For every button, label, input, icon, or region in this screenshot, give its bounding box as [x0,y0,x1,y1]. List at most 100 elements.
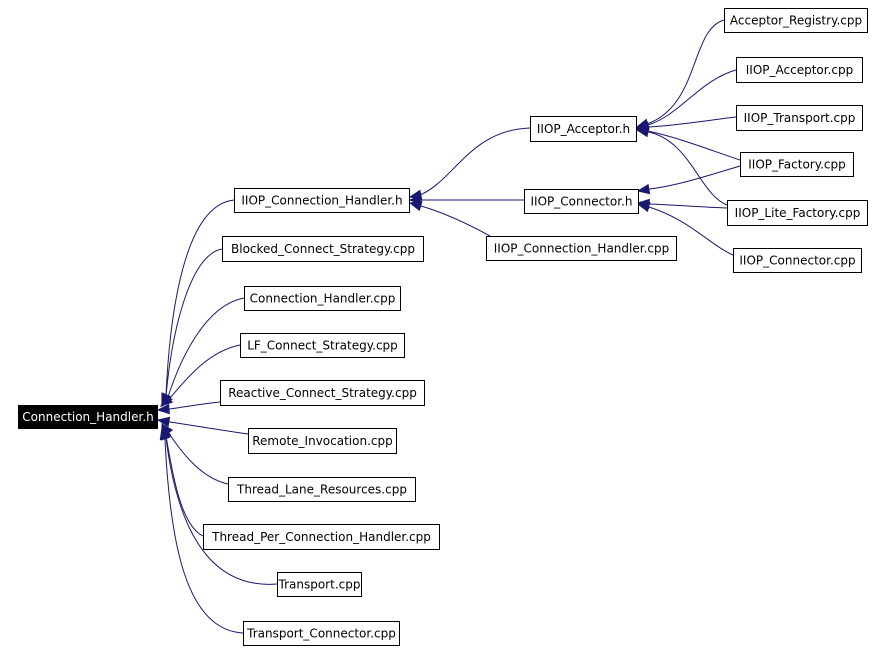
edge-remote-to-ch_h [156,416,249,435]
edge-line [647,131,728,206]
node-box [18,405,158,429]
edge-line [165,199,235,396]
node-transport-connector[interactable]: Transport_Connector.cpp [243,621,400,646]
edge-line [164,439,244,634]
node-iiop-connector-cpp[interactable]: IIOP_Connector.cpp [733,248,862,273]
node-box [234,188,410,213]
arrowhead [636,183,651,195]
edge-acceptor_registry-to-iiop_acceptor_h [635,19,725,129]
node-remote[interactable]: Remote_Invocation.cpp [248,428,397,454]
arrowhead [408,200,423,212]
node-lf[interactable]: LF_Connect_Strategy.cpp [240,333,405,358]
edge-iiop_transport-to-iiop_acceptor_h [635,116,737,133]
node-thread-lane[interactable]: Thread_Lane_Resources.cpp [228,477,416,502]
edge-iiop_conn_handler_h-to-ch_h [161,199,235,407]
node-label: IIOP_Connector.cpp [739,254,855,268]
node-box [530,116,637,142]
edge-line [169,401,221,410]
arrowhead [156,416,171,428]
node-label: IIOP_Connector.h [531,195,633,209]
node-transport[interactable]: Transport.cpp [277,572,362,597]
node-label: IIOP_Acceptor.h [537,122,630,136]
node-iiop-conn-handler-cpp[interactable]: IIOP_Connection_Handler.cpp [486,236,677,261]
node-iiop-transport[interactable]: IIOP_Transport.cpp [736,105,863,131]
node-reactive[interactable]: Reactive_Connect_Strategy.cpp [220,380,425,406]
node-box [228,477,416,502]
node-label: Acceptor_Registry.cpp [730,14,862,28]
node-box [220,380,425,406]
edge-iiop_connector_h-to-iiop_conn_handler_h [408,194,524,206]
node-ch-h[interactable]: Connection_Handler.h [18,405,158,429]
node-label: Connection_Handler.cpp [250,292,396,306]
edge-line [649,165,741,190]
node-box [524,189,639,214]
node-label: Reactive_Connect_Strategy.cpp [228,386,417,400]
node-thread-per[interactable]: Thread_Per_Connection_Handler.cpp [203,524,440,550]
edge-lf-to-ch_h [160,344,241,407]
edge-line [648,116,737,128]
node-label: IIOP_Connection_Handler.h [241,194,402,208]
edge-line [647,69,737,126]
node-iiop-connector-h[interactable]: IIOP_Connector.h [524,189,639,214]
arrowhead [635,126,650,138]
edge-line [646,19,725,125]
edge-line [419,127,531,196]
node-iiop-acceptor-h[interactable]: IIOP_Acceptor.h [530,116,637,142]
node-label: IIOP_Factory.cpp [748,158,846,172]
edge-iiop_factory-to-iiop_connector_h [636,165,741,195]
edge-line [165,248,223,397]
edge-line [167,297,245,398]
node-box [736,57,863,83]
node-box [243,621,400,646]
node-box [244,286,401,311]
edge-line [649,203,728,209]
edge-line [420,205,491,237]
edge-line [167,431,229,485]
edge-iiop_acceptor_h-to-iiop_conn_handler_h [408,127,531,200]
arrowhead [159,426,170,441]
node-box [277,572,362,597]
node-label: Remote_Invocation.cpp [252,434,392,448]
node-box [740,152,854,177]
node-label: IIOP_Transport.cpp [744,111,856,125]
node-box [248,428,397,454]
edge-iiop_conn_handler_cpp-to-iiop_conn_handler_h [408,200,491,237]
node-label: IIOP_Connection_Handler.cpp [494,242,669,256]
edge-line [647,130,741,161]
edge-iiop_connector_cpp-to-iiop_connector_h [636,201,734,256]
node-box [736,105,863,131]
node-box [724,8,868,33]
node-blocked[interactable]: Blocked_Connect_Strategy.cpp [222,236,424,262]
node-iiop-lite-factory[interactable]: IIOP_Lite_Factory.cpp [727,200,868,226]
node-iiop-factory[interactable]: IIOP_Factory.cpp [740,152,854,177]
node-box [486,236,677,261]
edge-iiop_lite_factory-to-iiop_acceptor_h [635,126,728,206]
node-label: IIOP_Acceptor.cpp [746,63,853,77]
edge-line [165,437,278,585]
edge-reactive-to-ch_h [156,401,221,415]
node-label: Transport.cpp [278,578,361,592]
edge-iiop_factory-to-iiop_acceptor_h [635,125,741,161]
edge-transport_connector-to-ch_h [159,426,244,634]
node-box [222,236,424,262]
node-iiop-acceptor-cpp[interactable]: IIOP_Acceptor.cpp [736,57,863,83]
node-label: Connection_Handler.h [22,410,153,424]
edge-blocked-to-ch_h [161,248,223,407]
node-box [240,333,405,358]
node-label: IIOP_Lite_Factory.cpp [735,206,861,220]
edge-iiop_lite_factory-to-iiop_connector_h [636,198,728,210]
node-label: LF_Connect_Strategy.cpp [247,339,398,353]
node-label: Transport_Connector.cpp [246,627,396,641]
node-label: Thread_Lane_Resources.cpp [236,483,407,497]
node-label: Blocked_Connect_Strategy.cpp [231,242,415,256]
edge-line [648,206,734,256]
node-conn-handler-cpp[interactable]: Connection_Handler.cpp [244,286,401,311]
node-acceptor-registry[interactable]: Acceptor_Registry.cpp [724,8,868,33]
arrowhead [636,201,651,213]
graph-nodes: Connection_Handler.h IIOP_Connection_Hand… [18,8,868,646]
node-iiop-conn-handler-h[interactable]: IIOP_Connection_Handler.h [234,188,410,213]
node-label: Thread_Per_Connection_Handler.cpp [211,530,431,544]
graph-edges [156,19,741,634]
node-box [203,524,440,550]
